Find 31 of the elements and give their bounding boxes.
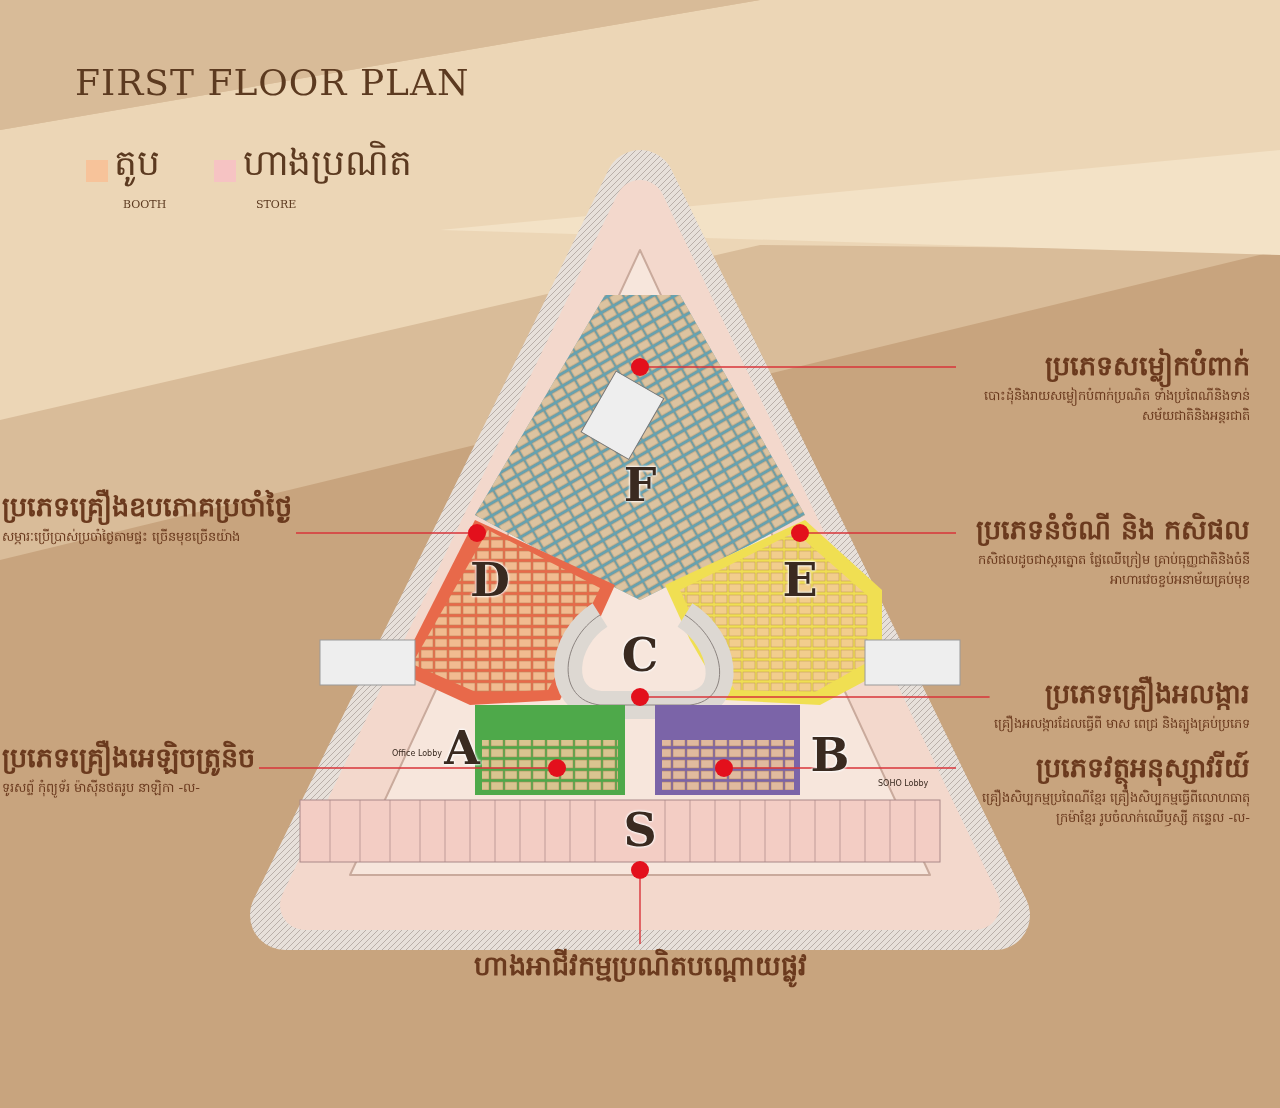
legend-label: ហាងប្រណិត [243, 140, 412, 186]
category-heading: ប្រភេទគ្រឿងឧបភោគប្រចាំថ្ងៃ [2, 487, 292, 527]
category-heading: ប្រភេទគ្រឿងអលង្ការ [993, 674, 1250, 714]
legend-label: តូប [114, 140, 160, 186]
category-heading: ហាងអាជីវកម្មប្រណិតបណ្តោយផ្លូវ [473, 946, 807, 986]
leader-line [258, 767, 549, 769]
legend-caption: BOOTH [123, 198, 167, 211]
category-heading: ប្រភេទសម្លៀកបំពាក់ [960, 346, 1250, 386]
category-heading: ប្រភេទវត្ថុអនុស្សាវរីយ៍ [960, 748, 1250, 788]
category-description: គ្រឿងសិប្បកម្មប្រពៃណីខ្មែរ គ្រឿងសិប្បកម្មធ្វើពីលោហធាតុ ក្រម៉ាខ្មែរ រូបចំលាក់ឈើឫស្សី កន្ទេល -ល- [980, 789, 1250, 828]
zone-letter: C [621, 628, 659, 682]
category-description: កសិផលដូចជាស្ករត្នោត ផ្លែឈើក្រៀម គ្រាប់ធុញ្ញជាតិនិងចំនីអាហារវេចខ្ចប់អនាម័យគ្រប់មុខ [976, 550, 1250, 590]
leader-line [808, 532, 957, 534]
leader-line [295, 532, 469, 534]
zone-letter: S [623, 803, 657, 857]
category-description: គ្រឿងអលង្ការដែលធ្វើពី មាស ពេជ្រ និងត្បូងគ្រប់ប្រភេទ [993, 714, 1250, 734]
legend-caption: STORE [256, 198, 297, 211]
category-description: ទូរសព្ទ័ កុំព្យូទ័រ ម៉ាស៊ីនថតរូប នាឡិកា -ល- [2, 778, 255, 798]
category-heading: ប្រភេទនំចំណី និង កសិផល [975, 511, 1250, 548]
category-description: បោះដុំនិងរាយសម្លៀកបំពាក់ប្រណិត ទាំងប្រពៃណីនិងទាន់សម័យជាតិនិងអន្តរជាតិ [982, 387, 1250, 426]
zone-letter: E [782, 553, 818, 607]
leader-line [648, 696, 991, 698]
leader-line [639, 878, 641, 945]
plan-title: FIRST FLOOR PLAN [75, 62, 470, 103]
category-heading: ប្រភេទគ្រឿងអេឡិចត្រូនិច [2, 738, 255, 778]
zone-letter: D [470, 553, 510, 607]
room-label: SOHO Lobby [878, 779, 929, 788]
category-description: សម្ភារៈប្រើប្រាស់ប្រចាំថ្ងៃតាមផ្ទះ ច្រើនមុខច្រើនយ៉ាង [2, 527, 242, 547]
leader-line [648, 366, 957, 368]
leader-line [732, 767, 957, 769]
room-label: Office Lobby [392, 749, 442, 758]
